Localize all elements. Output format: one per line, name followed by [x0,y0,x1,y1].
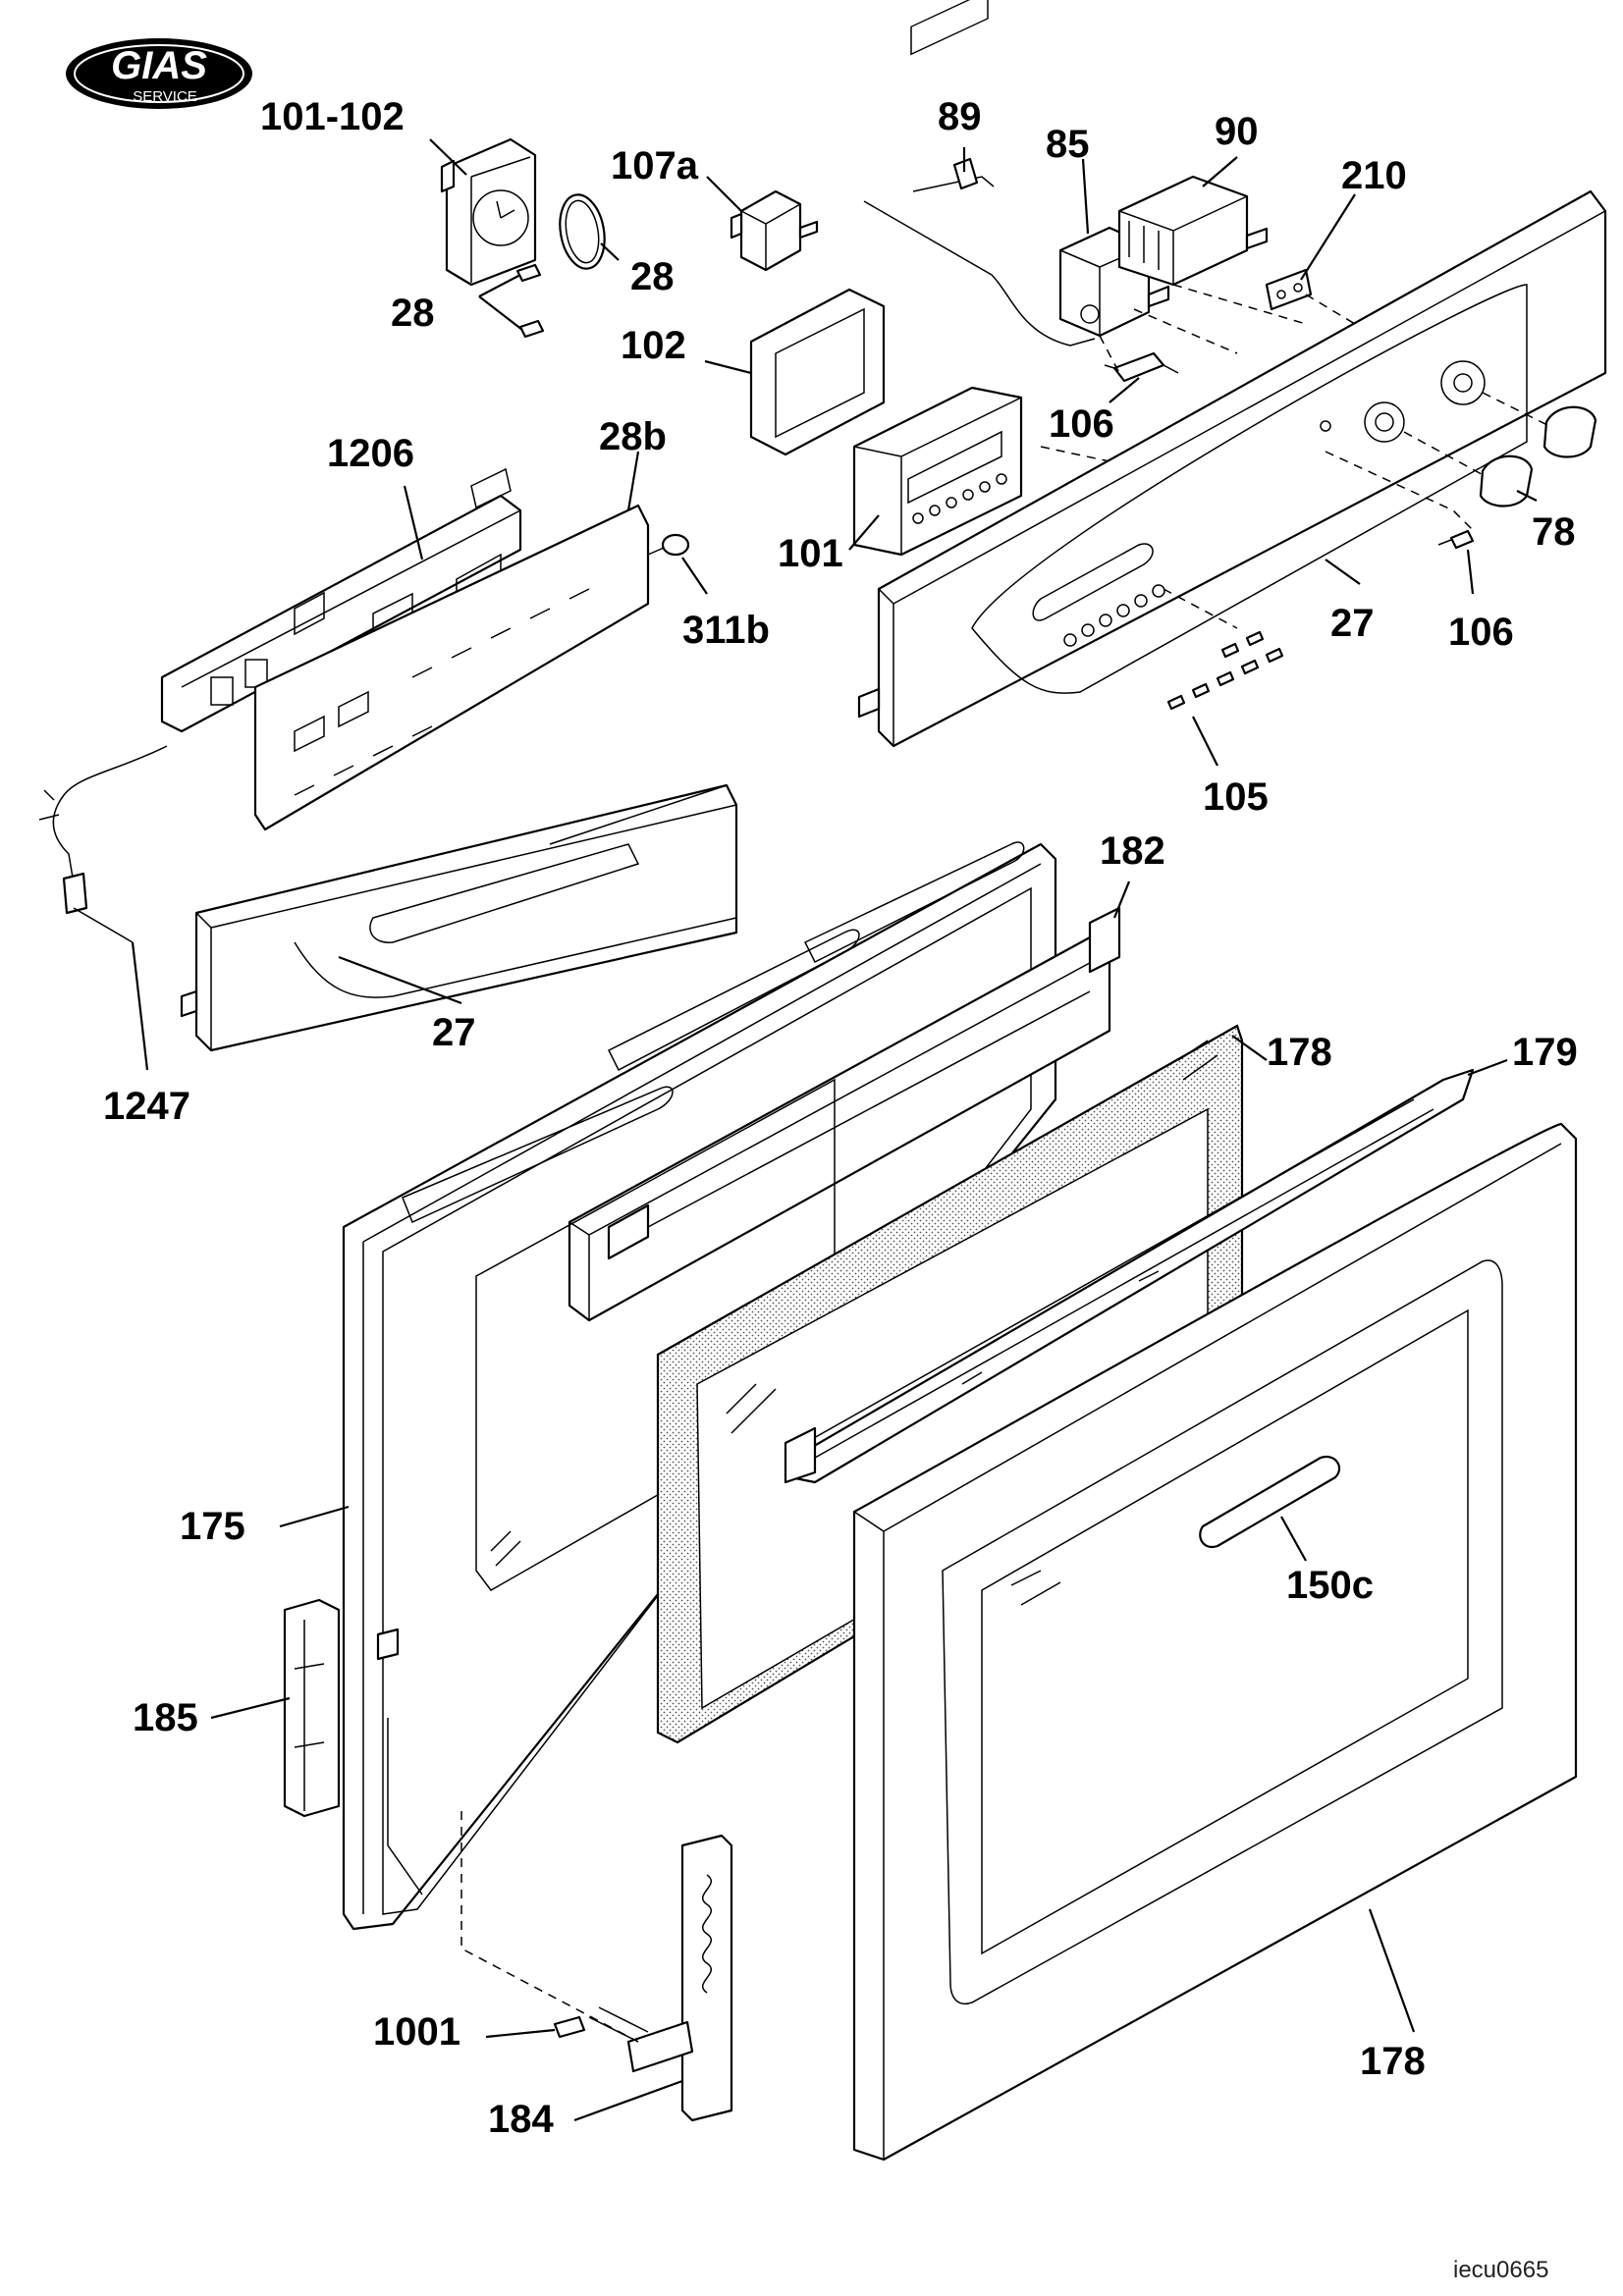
part-179-door-top-trim [784,1068,1475,1484]
part-178-outer-door-panel [852,1122,1578,2162]
part-102-display-frame [749,288,886,456]
label-28-screws: 28 [391,292,435,335]
drawing-reference-code: iecu0665 [1453,2257,1548,2283]
label-210: 210 [1341,154,1407,197]
part-107a-switch [730,189,819,272]
part-1001-pin [553,2015,586,2039]
part-150c-door-handle-trim [1199,1455,1341,1549]
label-1206: 1206 [327,432,414,475]
label-311b: 311b [682,609,770,652]
label-184: 184 [488,2098,554,2141]
part-28-ring-gasket [559,193,606,270]
label-27-lower: 27 [432,1011,476,1054]
label-106-lower: 106 [1448,611,1514,654]
label-28-ring: 28 [630,255,675,298]
part-90-selector-switch [1117,175,1269,287]
label-150c: 150c [1286,1564,1374,1607]
label-1001: 1001 [373,2010,460,2054]
part-311b-button [647,533,690,557]
part-101-electronic-programmer [852,0,1023,557]
label-179: 179 [1512,1031,1578,1074]
gias-service-logo: GIAS SERVICE [66,38,252,109]
label-89: 89 [938,95,982,138]
label-106-upper: 106 [1049,402,1114,446]
label-178-glass: 178 [1267,1031,1332,1074]
part-27-control-panel-front [857,189,1607,748]
label-101-102: 101-102 [260,95,405,138]
label-90: 90 [1215,110,1259,153]
part-28b-keypad-membrane [253,504,650,831]
label-27-upper: 27 [1330,602,1375,645]
label-107a: 107a [611,144,699,187]
part-27-control-panel-rear [180,783,738,1052]
part-101-102-clock-timer [440,137,537,287]
part-78-knobs [1479,405,1597,507]
label-1247: 1247 [103,1085,190,1128]
label-85: 85 [1046,123,1090,166]
part-185-hinge-receiver [283,1598,341,1818]
label-102: 102 [621,324,686,367]
part-28-screws [515,263,545,339]
part-106-upper-lamp-holder [1104,351,1179,383]
logo-text: GIAS [111,44,207,87]
label-185: 185 [133,1696,198,1739]
part-1247-cable-harness [38,745,168,943]
part-106-screw [1437,529,1475,550]
label-28b: 28b [599,415,667,458]
part-1206-circuit-board [160,467,522,733]
label-175: 175 [180,1505,245,1548]
part-105-screws [1166,630,1284,711]
label-105: 105 [1203,775,1269,819]
label-178-door: 178 [1360,2040,1426,2083]
logo-subtext: SERVICE [133,88,197,105]
label-182: 182 [1100,829,1165,873]
label-101: 101 [778,532,843,575]
part-210-bracket [1265,268,1313,311]
part-184-door-hinge [588,1834,733,2122]
label-78: 78 [1532,510,1576,554]
part-182-deflector-bracket [568,906,1121,1322]
